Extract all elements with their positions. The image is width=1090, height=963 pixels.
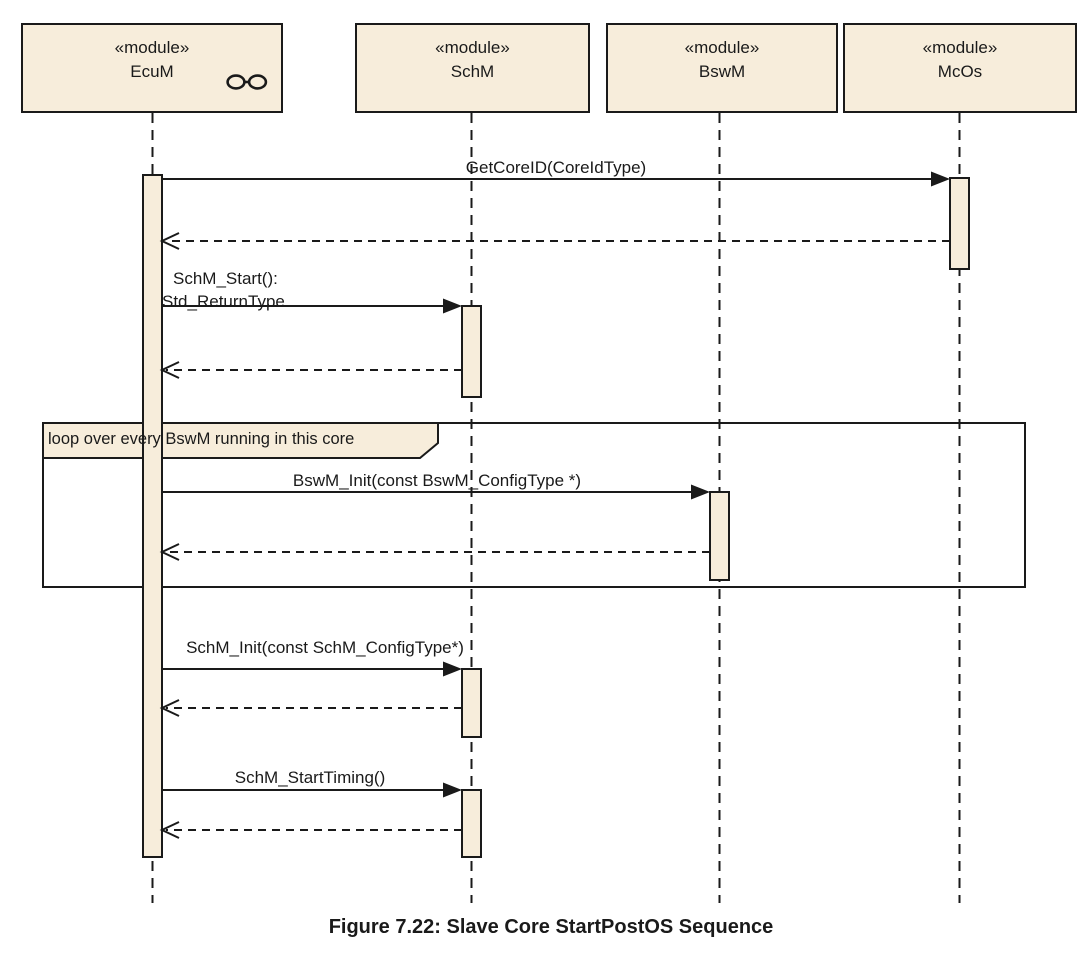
message-label-schm-start-line1: SchM_Start(): — [173, 269, 278, 288]
lifeline-head-ecum: «module» EcuM — [21, 23, 283, 113]
lifeline-name: BswM — [698, 62, 746, 81]
lifeline-head-mcos: «module» McOs — [843, 23, 1077, 113]
return-schm-2-arrowhead — [159, 699, 180, 717]
stereotype-label: «module» — [684, 38, 760, 57]
loop-fragment-border — [42, 422, 1026, 588]
loop-fragment — [42, 422, 1026, 588]
message-label-bswm-init: BswM_Init(const BswM_ConfigType *) — [292, 471, 582, 490]
return-schm-3-arrowhead — [159, 821, 180, 839]
message-label-schm-init: SchM_Init(const SchM_ConfigType*) — [186, 638, 464, 657]
message-label-schm-starttiming: SchM_StartTiming() — [234, 768, 386, 787]
loop-operator-pentagon — [42, 422, 439, 459]
lifeline-name: EcuM — [130, 62, 174, 81]
return-schm-1-arrowhead — [159, 361, 180, 379]
activation-mcos — [949, 177, 970, 270]
activation-schm-3 — [461, 789, 482, 858]
activation-schm-1 — [461, 305, 482, 398]
loop-operator-label: loop over every BswM running in this cor… — [48, 430, 355, 448]
lifeline-head-bswm: «module» BswM — [606, 23, 838, 113]
figure-caption: Figure 7.22: Slave Core StartPostOS Sequ… — [328, 916, 774, 938]
stereotype-label: «module» — [922, 38, 998, 57]
message-label-getcoreid: GetCoreID(CoreIdType) — [465, 158, 647, 177]
lifeline-name: McOs — [937, 62, 983, 81]
lifeline-name: SchM — [450, 62, 495, 81]
stereotype-label: «module» — [114, 38, 190, 57]
message-getcoreid-arrowhead — [931, 171, 950, 187]
return-mcos-arrowhead — [159, 232, 180, 250]
stereotype-label: «module» — [435, 38, 510, 57]
activation-schm-2 — [461, 668, 482, 738]
message-schm-init-arrowhead — [443, 661, 462, 677]
message-schm-start-arrowhead — [443, 298, 462, 314]
message-label-schm-start-line2: Std_ReturnType — [162, 292, 285, 311]
activation-bswm — [709, 491, 730, 581]
message-bswm-init-arrowhead — [691, 484, 710, 500]
activation-ecum — [142, 174, 163, 858]
linked-circles-icon — [226, 72, 268, 99]
lifeline-head-schm: «module» SchM — [355, 23, 590, 113]
message-schm-starttiming-arrowhead — [443, 782, 462, 798]
return-bswm-arrowhead — [159, 543, 180, 561]
